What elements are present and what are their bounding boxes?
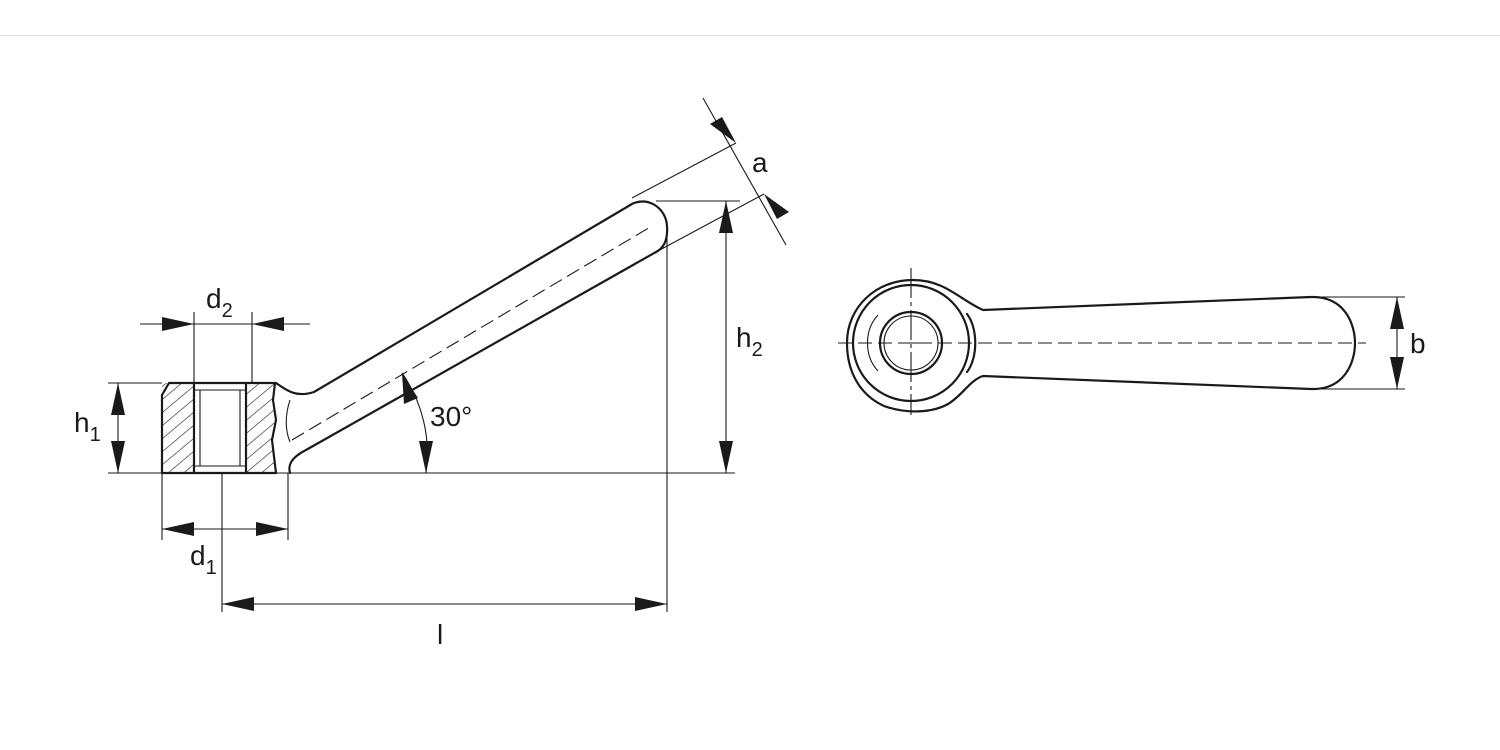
side-view: d2 h1 d1 l	[74, 97, 789, 650]
dim-h2	[656, 200, 740, 473]
dim-d2-label: d2	[206, 283, 233, 322]
lever-arm	[274, 200, 669, 475]
dim-d1-label: d1	[190, 540, 217, 579]
dim-l-label: l	[437, 619, 443, 650]
top-divider	[0, 35, 1500, 36]
dim-l	[221, 226, 668, 612]
angle-label: 30°	[430, 401, 472, 432]
dim-h1	[108, 382, 162, 473]
dim-d2	[140, 312, 310, 383]
dim-a	[631, 97, 789, 253]
hub-section	[160, 381, 278, 475]
dim-h2-label: h2	[736, 322, 763, 361]
top-view: b	[838, 268, 1426, 415]
angle-30	[401, 372, 433, 474]
dim-h1-label: h1	[74, 407, 101, 446]
dim-b	[1311, 296, 1405, 390]
dim-d1	[161, 473, 289, 540]
dim-a-label: a	[752, 147, 768, 178]
dim-b-label: b	[1410, 328, 1426, 359]
